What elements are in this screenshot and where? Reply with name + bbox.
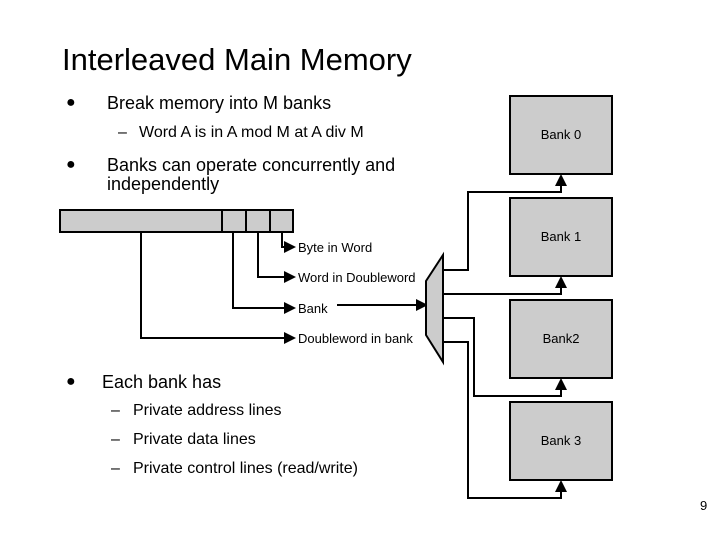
dash: – bbox=[118, 124, 127, 141]
wire-byte-in-word bbox=[281, 232, 296, 253]
sub-bullet-1-1: Word A is in A mod M at A div M bbox=[139, 124, 364, 141]
dash: – bbox=[111, 431, 120, 448]
bullet-dot: ● bbox=[66, 94, 76, 111]
bullet-2: Banks can operate concurrently and bbox=[107, 155, 396, 175]
slide-title: Interleaved Main Memory bbox=[62, 42, 412, 77]
label-byte-in-word: Byte in Word bbox=[298, 240, 373, 255]
bullet-1: Break memory into M banks bbox=[107, 93, 332, 113]
wire-doubleword-in-bank bbox=[140, 232, 296, 344]
bank-1-label: Bank 1 bbox=[540, 229, 582, 244]
dash: – bbox=[111, 402, 120, 419]
bank-0-box bbox=[509, 95, 613, 175]
bullet-3: Each bank has bbox=[102, 372, 222, 392]
bank-3-label: Bank 3 bbox=[540, 433, 582, 448]
bank-2-box bbox=[509, 299, 613, 379]
wire-word-in-doubleword bbox=[257, 232, 296, 283]
wire-to-bank-3 bbox=[443, 341, 567, 499]
bullet-dot: ● bbox=[66, 373, 76, 390]
bank-1-box bbox=[509, 197, 613, 277]
address-register bbox=[59, 209, 294, 233]
sub-bullet-3-3: Private control lines (read/write) bbox=[133, 460, 358, 477]
wire-to-bank-1 bbox=[443, 276, 567, 295]
label-doubleword-in-bank: Doubleword in bank bbox=[298, 331, 413, 346]
demultiplexer bbox=[425, 251, 444, 366]
bullet-2-cont: independently bbox=[107, 174, 220, 194]
sub-bullet-3-2: Private data lines bbox=[133, 431, 256, 448]
label-bank: Bank bbox=[298, 301, 328, 316]
bank-2-label: Bank2 bbox=[542, 331, 580, 346]
bank-3-box bbox=[509, 401, 613, 481]
label-word-in-doubleword: Word in Doubleword bbox=[298, 270, 416, 285]
sub-bullet-3-1: Private address lines bbox=[133, 402, 282, 419]
wire-to-bank-0 bbox=[443, 174, 567, 271]
bank-0-label: Bank 0 bbox=[540, 127, 582, 142]
wire-bank bbox=[232, 232, 296, 314]
page-number: 9 bbox=[700, 498, 708, 513]
dash: – bbox=[111, 460, 120, 477]
bullet-dot: ● bbox=[66, 156, 76, 173]
wire-to-bank-2 bbox=[443, 317, 567, 397]
